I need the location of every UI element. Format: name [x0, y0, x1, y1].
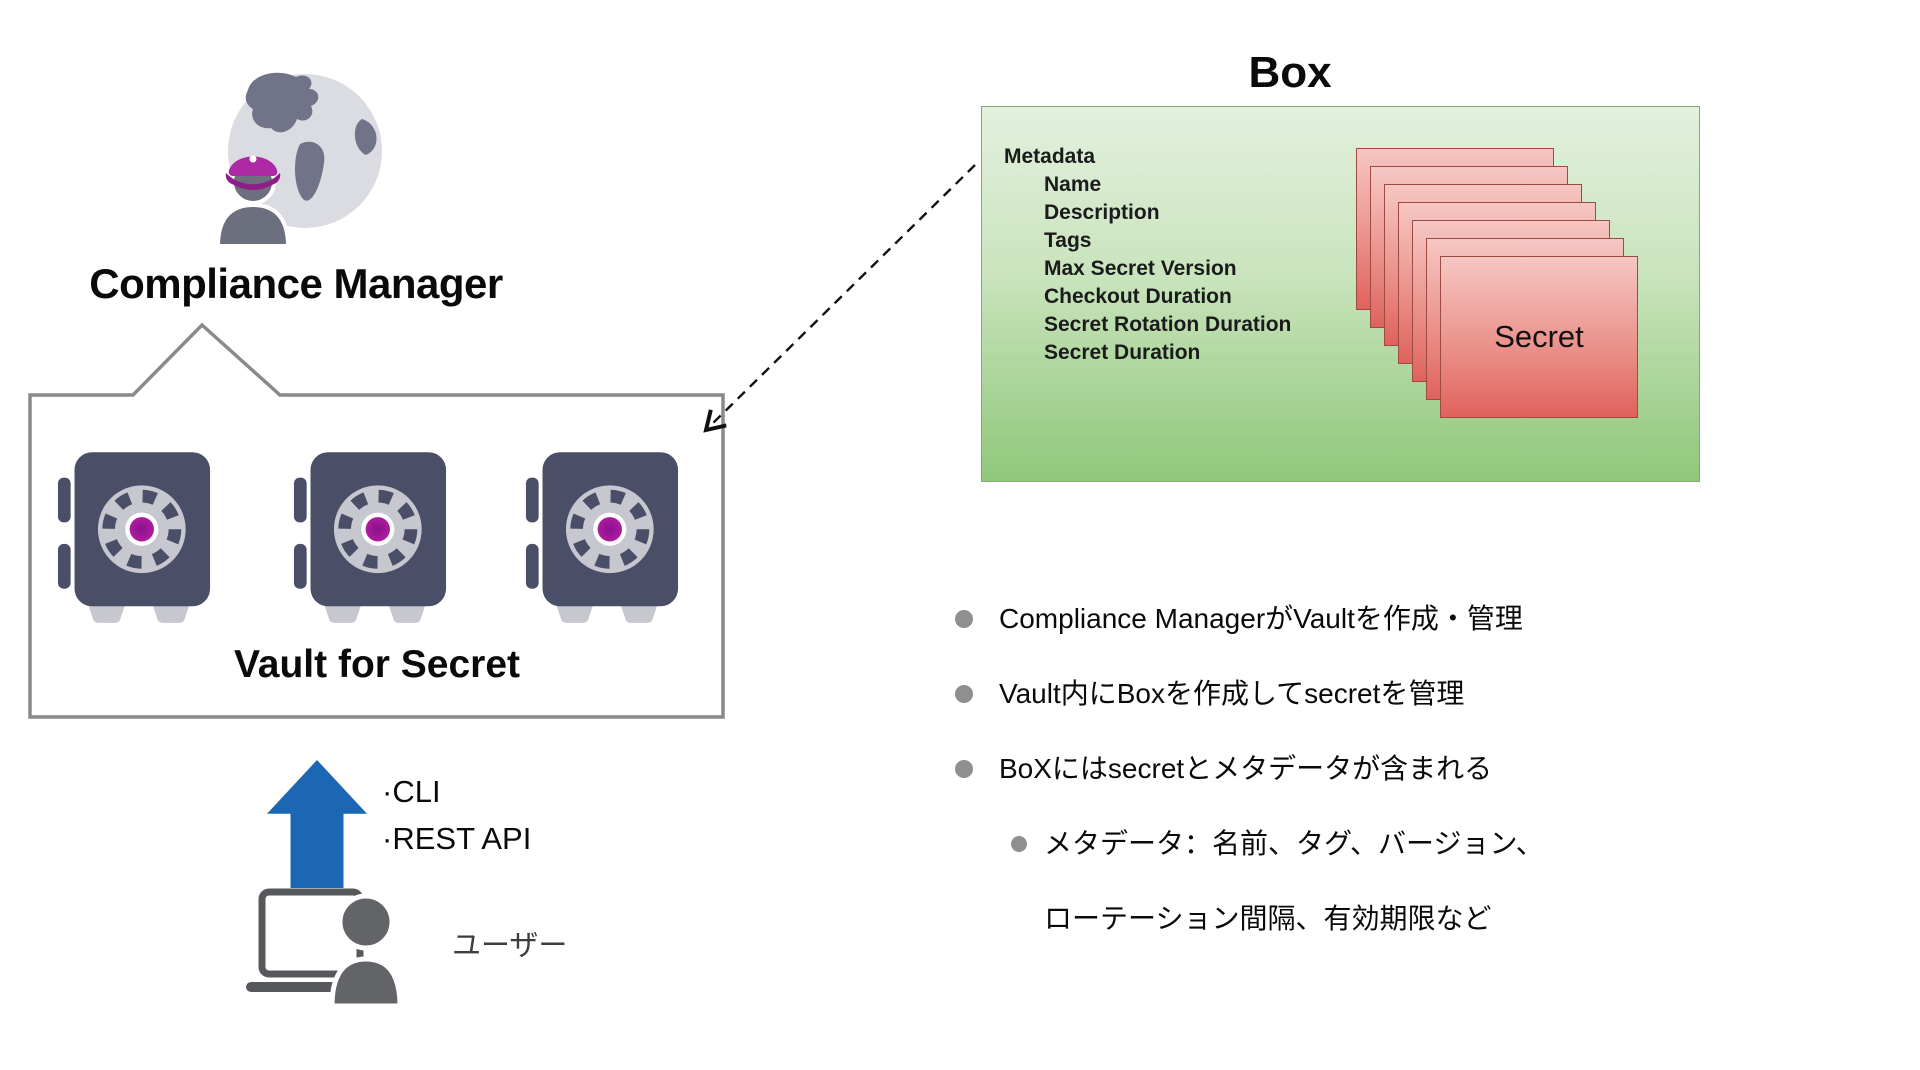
bullet-text: メタデータ：名前、タグ、バージョン、: [1044, 828, 1544, 859]
bullet-item: Vault内にBoxを作成してsecretを管理: [955, 675, 1655, 713]
compliance-manager-icon: [215, 72, 382, 246]
metadata-item: Checkout Duration: [1044, 285, 1232, 308]
laptop-user-icon: [246, 888, 403, 1006]
box-panel: Metadata Name Description Tags Max Secre…: [981, 106, 1700, 482]
api-access-list: ·CLI ·REST API: [382, 768, 531, 862]
secret-card-stack: Secret: [1356, 148, 1642, 422]
metadata-item: Max Secret Version: [1044, 257, 1237, 280]
user-label: ユーザー: [452, 930, 568, 962]
bullet-item-sub: メタデータ：名前、タグ、バージョン、: [955, 825, 1655, 863]
metadata-item: Tags: [1044, 229, 1092, 252]
bullet-item: Compliance ManagerがVaultを作成・管理: [955, 600, 1655, 638]
bullet-icon: [955, 760, 973, 778]
metadata-item: Secret Rotation Duration: [1044, 313, 1292, 336]
up-arrow-icon: [267, 760, 367, 888]
bullet-list: Compliance ManagerがVaultを作成・管理 Vault内にBo…: [955, 600, 1655, 975]
api-item-cli: ·CLI: [382, 774, 441, 809]
bullet-text: BoXにはsecretとメタデータが含まれる: [999, 753, 1493, 784]
bullet-text: Compliance ManagerがVaultを作成・管理: [999, 603, 1523, 634]
vault-label: Vault for Secret: [233, 643, 521, 686]
safe-icon: [524, 450, 680, 628]
safe-icon: [56, 450, 212, 628]
safe-icon: [292, 450, 448, 628]
metadata-item: Name: [1044, 173, 1102, 196]
metadata-block: Metadata Name Description Tags Max Secre…: [1004, 143, 1291, 367]
bullet-icon: [955, 610, 973, 628]
api-item-rest: ·REST API: [382, 821, 532, 856]
secret-label: Secret: [1494, 319, 1584, 354]
secret-card-front: Secret: [1440, 256, 1638, 418]
bullet-item-sub-continuation: ローテーション間隔、有効期限など: [955, 900, 1655, 938]
bullet-text: ローテーション間隔、有効期限など: [1044, 903, 1492, 934]
metadata-title: Metadata: [1004, 145, 1096, 168]
metadata-item: Secret Duration: [1044, 341, 1201, 364]
compliance-manager-label: Compliance Manager: [89, 260, 503, 307]
bullet-text: Vault内にBoxを作成してsecretを管理: [999, 678, 1465, 709]
metadata-item: Description: [1044, 201, 1160, 224]
bullet-icon: [1011, 836, 1027, 852]
bullet-item: BoXにはsecretとメタデータが含まれる: [955, 750, 1655, 788]
box-title: Box: [1248, 48, 1332, 97]
bullet-icon: [955, 685, 973, 703]
box-to-vault-dashed-arrow-icon: [703, 164, 976, 433]
